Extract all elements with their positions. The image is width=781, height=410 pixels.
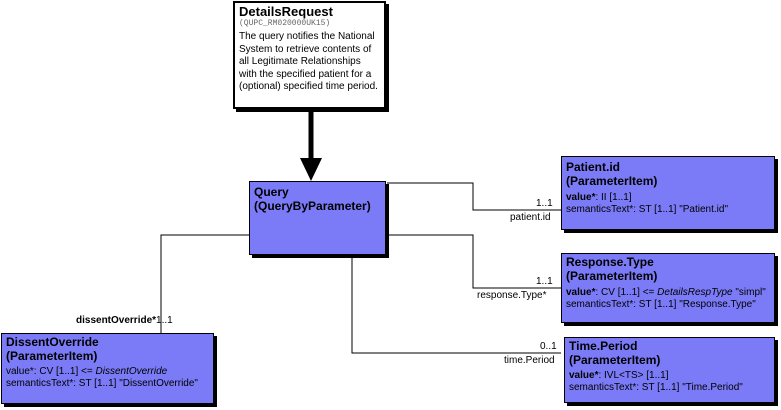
patient-id-class-name: Patient.id [566, 160, 621, 174]
patient-id-value-attribute: value*: II [1..1] [566, 192, 632, 203]
dissent-override-role: dissentOverride*1..1 [76, 315, 173, 326]
time-period-class-box: Time.Period (ParameterItem) value*: IVL<… [564, 337, 775, 403]
time-period-connector [351, 255, 561, 354]
response-type-semantics-attribute: semanticsText*: ST [1..1] "Response.Type… [566, 299, 756, 310]
entry-arrow-head [300, 158, 322, 181]
dissent-override-class-name: DissentOverride [6, 335, 99, 349]
entry-point-id: (QUPC_RM020000UK15) [239, 19, 331, 28]
response-type-class-box: Response.Type (ParameterItem) value*: CV… [561, 253, 775, 323]
entry-point-title: DetailsRequest [239, 4, 333, 19]
dissent-override-connector [160, 234, 250, 333]
patient-id-class-type: (ParameterItem) [566, 174, 658, 188]
patient-id-class-box: Patient.id (ParameterItem) value*: II [1… [561, 156, 775, 230]
time-period-multiplicity: 0..1 [540, 341, 557, 352]
time-period-value-attribute: value*: IVL<TS> [1..1] [569, 370, 669, 381]
response-type-role: response.Type* [477, 290, 547, 301]
dissent-override-semantics-attribute: semanticsText*: ST [1..1] "DissentOverri… [6, 378, 198, 389]
patient-id-multiplicity: 1..1 [536, 198, 553, 209]
dissent-override-class-type: (ParameterItem) [6, 349, 98, 363]
time-period-class-type: (ParameterItem) [569, 353, 661, 367]
entry-point-box: DetailsRequest (QUPC_RM020000UK15) The q… [233, 1, 386, 109]
time-period-semantics-attribute: semanticsText*: ST [1..1] "Time.Period" [569, 382, 743, 393]
query-class-box: Query (QueryByParameter) [249, 181, 386, 255]
patient-id-semantics-attribute: semanticsText*: ST [1..1] "Patient.id" [566, 204, 728, 215]
query-class-name: Query [254, 185, 289, 199]
dissent-override-value-attribute: value*: CV [1..1] <= DissentOverride [6, 366, 168, 377]
time-period-class-name: Time.Period [569, 339, 638, 353]
time-period-role: time.Period [504, 355, 555, 366]
response-type-multiplicity: 1..1 [536, 276, 553, 287]
patient-id-role: patient.id [510, 212, 551, 223]
dissent-override-class-box: DissentOverride (ParameterItem) value*: … [1, 333, 214, 404]
response-type-value-attribute: value*: CV [1..1] <= DetailsRespType "si… [566, 287, 766, 298]
query-class-type: (QueryByParameter) [254, 199, 371, 213]
response-type-connector [387, 234, 561, 289]
response-type-class-name: Response.Type [566, 255, 654, 269]
entry-point-description: The query notifies the National System t… [239, 31, 378, 92]
patient-id-connector [387, 182, 561, 211]
response-type-class-type: (ParameterItem) [566, 269, 658, 283]
